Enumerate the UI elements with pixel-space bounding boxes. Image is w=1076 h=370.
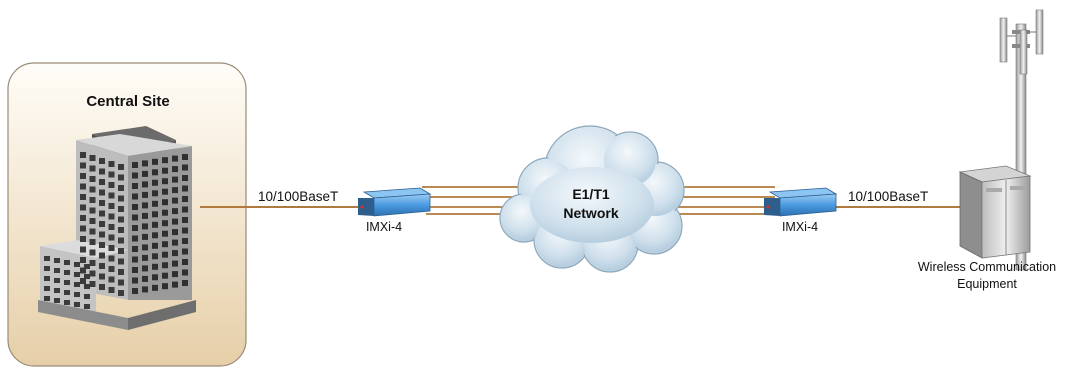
equipment-cabinet-icon xyxy=(958,165,1032,259)
network-label-line1: E1/T1 xyxy=(572,186,610,202)
link-right-label: 10/100BaseT xyxy=(848,189,928,204)
imxi-device-right-label: IMXi-4 xyxy=(782,220,818,234)
imxi-device-left-label: IMXi-4 xyxy=(366,220,402,234)
imxi-device-left-icon xyxy=(358,187,432,217)
cell-tower-icon xyxy=(999,9,1044,271)
network-cloud-icon xyxy=(499,125,685,273)
link-left-label: 10/100BaseT xyxy=(258,189,338,204)
remote-equipment-label-line2: Equipment xyxy=(957,277,1017,291)
network-label-line2: Network xyxy=(563,205,618,221)
remote-equipment-label-line1: Wireless Communication xyxy=(918,260,1056,274)
central-site-title: Central Site xyxy=(86,93,169,110)
imxi-device-right-icon xyxy=(764,187,838,217)
office-building-icon xyxy=(38,126,196,330)
